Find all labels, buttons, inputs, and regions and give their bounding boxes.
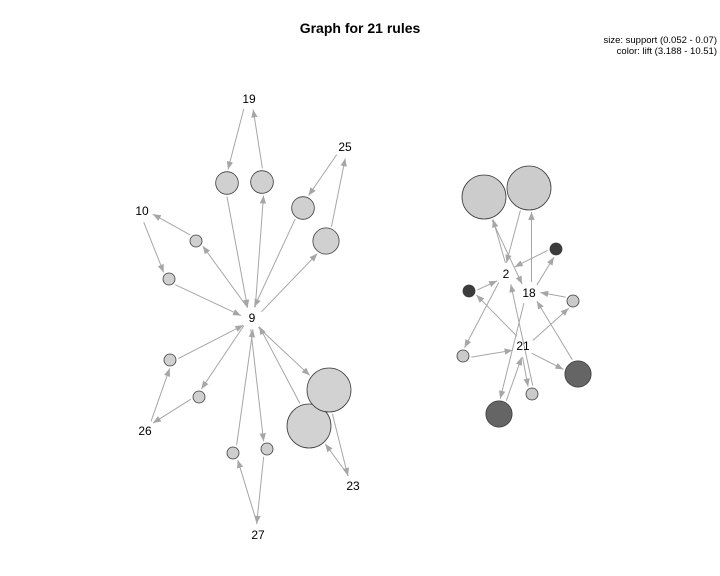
edge-r2-to-27	[254, 456, 265, 524]
edge-r18-to-2	[509, 284, 534, 386]
edge-18-to-r16	[536, 256, 555, 286]
edge-r12-to-26	[152, 398, 192, 424]
edge-26-to-r11	[150, 368, 171, 422]
edge-18-to-r19	[499, 302, 525, 399]
edge-r5-to-9	[226, 196, 250, 308]
rule-node-r2	[260, 442, 274, 456]
edge-23-to-r9	[324, 443, 349, 476]
graph-title: Graph for 21 rules	[299, 20, 421, 36]
item-label-10: 10	[135, 204, 149, 218]
item-label-21: 21	[516, 339, 530, 353]
rule-node-r5	[215, 171, 239, 195]
rule-node-r1	[226, 446, 240, 460]
edge-10-to-r7	[143, 221, 165, 273]
edge-r7-to-9	[174, 284, 242, 317]
edge-r15-to-2	[477, 280, 498, 291]
item-label-2: 2	[503, 267, 510, 281]
edge-9-to-r3	[261, 253, 318, 313]
edge-r1-to-9	[236, 329, 255, 446]
edge-21-to-r18	[522, 357, 530, 387]
rule-node-r13	[461, 174, 507, 220]
rule-node-r20	[564, 360, 592, 388]
edge-r10-to-23	[331, 413, 350, 477]
rule-node-r17	[456, 349, 470, 363]
item-label-layer: 19 25 10 9 26 23 27 2 18 21	[135, 92, 536, 542]
edge-25-to-r4	[308, 154, 338, 196]
edge-21-to-r20	[531, 352, 564, 370]
edge-9-to-r8	[202, 245, 248, 308]
rule-node-r7	[162, 272, 176, 286]
edge-r8-to-10	[152, 213, 191, 236]
edge-r17-to-21	[471, 348, 513, 358]
rule-node-r14	[506, 165, 552, 211]
edge-2-to-r17	[464, 282, 500, 348]
item-label-18: 18	[522, 286, 536, 300]
item-label-26: 26	[138, 424, 152, 438]
edge-9-to-r12	[200, 325, 245, 390]
edge-21-to-r15	[476, 294, 518, 337]
edge-r11-to-9	[178, 324, 244, 360]
rule-node-r10	[306, 367, 352, 413]
edge-9-to-r6	[254, 195, 267, 308]
edge-layer	[143, 108, 573, 524]
edge-9-to-r10	[257, 326, 311, 376]
edge-r16-to-2	[514, 249, 548, 268]
item-label-9: 9	[249, 311, 256, 325]
item-label-19: 19	[242, 92, 256, 106]
rule-node-r3	[312, 227, 340, 255]
edge-r9-to-9	[258, 326, 301, 404]
item-label-23: 23	[346, 479, 360, 493]
edge-9-to-r2	[250, 329, 266, 442]
legend: size: support (0.052 - 0.07) color: lift…	[603, 35, 717, 57]
edge-r3-to-25	[330, 158, 347, 227]
rule-node-r15	[462, 284, 476, 298]
edge-r14-to-2	[505, 210, 521, 263]
legend-size: size: support (0.052 - 0.07)	[603, 35, 717, 46]
edge-r13-to-18	[491, 219, 523, 285]
rule-node-r19	[485, 400, 513, 428]
rule-node-r4	[291, 196, 315, 220]
rule-node-layer	[162, 165, 592, 460]
rule-node-r11	[163, 353, 177, 367]
edge-r19-to-21	[505, 357, 523, 401]
rule-node-r21	[566, 294, 580, 308]
rule-node-r12	[192, 390, 206, 404]
item-label-27: 27	[251, 528, 265, 542]
legend-color: color: lift (3.188 - 10.51)	[616, 46, 717, 57]
edge-r20-to-18	[536, 300, 573, 361]
edge-19-to-r5	[226, 108, 245, 170]
edge-27-to-r1	[236, 459, 258, 524]
item-label-25: 25	[338, 140, 352, 154]
rule-node-r6	[250, 170, 274, 194]
rule-node-r18	[525, 387, 539, 401]
edge-r21-to-18	[540, 290, 566, 298]
rule-node-r16	[549, 242, 563, 256]
edge-r4-to-9	[253, 218, 296, 308]
rule-node-r8	[189, 234, 203, 248]
edge-r6-to-19	[251, 109, 263, 169]
edge-21-to-r21	[532, 307, 570, 341]
rule-node-r9	[286, 403, 332, 449]
